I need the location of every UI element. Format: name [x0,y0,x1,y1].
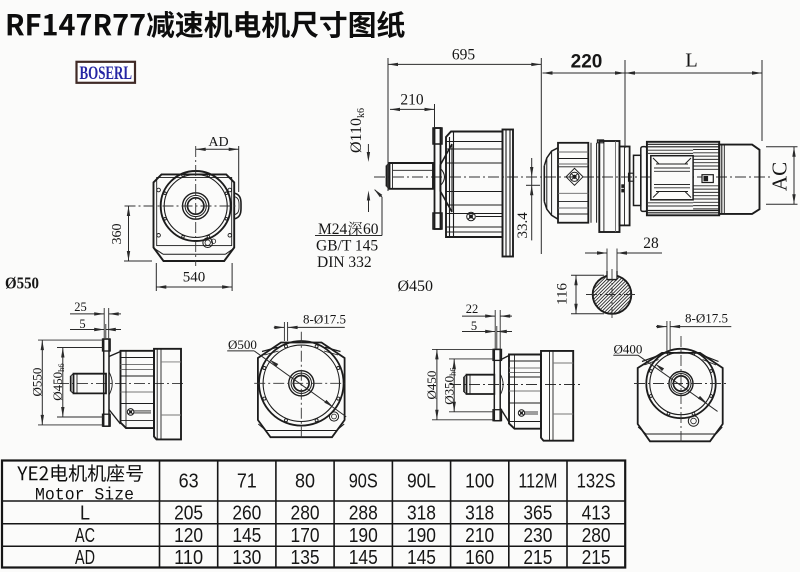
svg-text:AC: AC [75,525,95,547]
svg-text:318: 318 [465,502,494,524]
svg-text:Ø550: Ø550 [30,368,45,397]
svg-text:100: 100 [465,471,494,493]
svg-text:540: 540 [183,270,206,286]
svg-text:210: 210 [465,525,494,547]
svg-text:BOSERL: BOSERL [80,63,133,84]
svg-text:Ø450: Ø450 [424,371,439,400]
svg-text:Ø550: Ø550 [5,274,39,293]
svg-text:63: 63 [179,471,199,493]
svg-text:695: 695 [452,47,476,64]
svg-text:135: 135 [291,547,320,569]
svg-text:112M: 112M [518,471,557,493]
svg-text:28: 28 [643,235,659,252]
svg-text:215: 215 [523,547,552,569]
svg-text:90L: 90L [407,471,436,493]
svg-text:L: L [80,502,90,524]
svg-text:360: 360 [110,224,125,245]
svg-text:280: 280 [291,502,320,524]
svg-text:80: 80 [295,471,315,493]
svg-text:210: 210 [400,92,424,109]
svg-text:288: 288 [349,502,378,524]
svg-text:160: 160 [465,547,494,569]
svg-text:205: 205 [174,502,203,524]
svg-text:260: 260 [232,502,261,524]
svg-text:DIN 332: DIN 332 [317,254,372,271]
svg-text:8-Ø17.5: 8-Ø17.5 [303,311,346,326]
svg-text:Ø400: Ø400 [614,341,643,356]
svg-text:280: 280 [582,525,611,547]
svg-text:GB/T 145: GB/T 145 [316,238,378,255]
svg-text:120: 120 [174,525,203,547]
svg-text:AD: AD [208,135,228,150]
svg-text:170: 170 [291,525,320,547]
svg-text:215: 215 [582,547,611,569]
svg-text:230: 230 [523,525,552,547]
svg-text:145: 145 [349,547,378,569]
svg-text:145: 145 [232,525,261,547]
svg-text:190: 190 [407,525,436,547]
svg-text:5: 5 [79,317,85,331]
svg-text:33.4: 33.4 [515,212,531,239]
svg-text:M24: M24 [318,221,348,238]
svg-text:365: 365 [523,502,552,524]
svg-text:71: 71 [237,471,257,493]
svg-text:Ø350h6: Ø350h6 [442,367,458,404]
svg-text:AD: AD [75,547,95,569]
svg-text:145: 145 [407,547,436,569]
svg-text:130: 130 [232,547,261,569]
svg-text:Motor Size: Motor Size [35,486,134,506]
svg-text:132S: 132S [577,471,616,493]
svg-text:60: 60 [363,221,379,238]
svg-text:L: L [685,50,698,72]
svg-text:413: 413 [582,502,611,524]
svg-text:190: 190 [349,525,378,547]
svg-text:25: 25 [74,300,87,314]
svg-text:22: 22 [466,302,479,316]
svg-text:Ø110k6: Ø110k6 [348,108,367,153]
svg-text:220: 220 [571,52,603,73]
svg-text:Ø450: Ø450 [398,278,434,295]
svg-text:Ø450h6: Ø450h6 [50,363,66,400]
svg-text:116: 116 [555,283,571,305]
svg-text:5: 5 [471,319,477,333]
svg-text:Ø500: Ø500 [228,337,257,352]
svg-text:AC: AC [768,162,792,191]
svg-text:8-Ø17.5: 8-Ø17.5 [685,310,728,325]
svg-text:318: 318 [407,502,436,524]
svg-text:110: 110 [174,547,203,569]
svg-text:90S: 90S [349,471,378,493]
